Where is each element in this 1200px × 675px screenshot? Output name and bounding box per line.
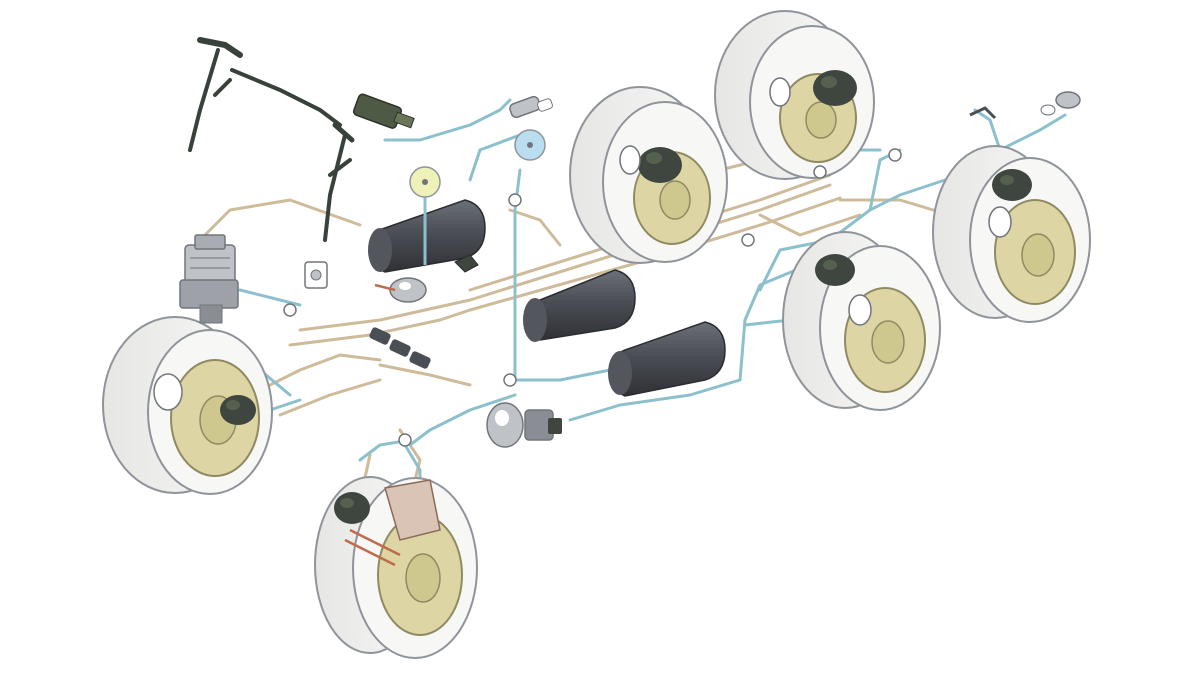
brake-pedal-icon xyxy=(188,37,355,242)
wheel-drive-right-front xyxy=(782,231,941,411)
pressure-gauge-icon xyxy=(514,129,546,161)
treadle-valve xyxy=(352,93,415,129)
valve-icon xyxy=(486,402,562,448)
valves xyxy=(283,91,1081,448)
valve-icon xyxy=(454,254,479,273)
wheel-front-right xyxy=(314,476,478,659)
brake-chamber-icon xyxy=(619,145,682,183)
tee-fittings xyxy=(283,148,902,447)
brake-chamber-icon xyxy=(769,70,857,107)
air-compressor xyxy=(179,234,239,324)
wheel-drive-left-rear xyxy=(714,10,875,180)
quick-release-valve xyxy=(374,277,427,303)
wheel-icon xyxy=(102,316,273,495)
relay-valve-rear xyxy=(486,402,562,448)
air-tank-icon xyxy=(368,199,486,273)
valve-icon xyxy=(969,91,1081,120)
compressor-icon xyxy=(179,234,239,324)
wheel-icon xyxy=(314,476,478,659)
wheel-drive-right-rear xyxy=(932,145,1091,323)
pressure-gauge-icon xyxy=(409,166,441,265)
valve-icon xyxy=(509,95,553,119)
air-tank-wet xyxy=(608,321,726,397)
brake-chamber-icon xyxy=(815,254,872,326)
valve-icon xyxy=(304,261,328,289)
valve-icon xyxy=(283,148,902,447)
brake-chamber-icon xyxy=(334,492,370,524)
check-valve xyxy=(454,254,479,273)
air-tank-icon xyxy=(523,269,636,342)
manifold-valves xyxy=(369,327,431,369)
wheel-front-left xyxy=(102,316,273,495)
rear-gladhand-valve xyxy=(969,91,1081,120)
brake-chamber-icon xyxy=(220,395,256,425)
relay-valve-left xyxy=(304,261,328,289)
brake-pedal-assembly xyxy=(188,37,415,242)
valve-icon xyxy=(369,327,431,369)
valve-icon xyxy=(374,277,427,303)
top-valve-fitting xyxy=(509,95,553,119)
wheel-drive-left-front xyxy=(569,86,728,264)
pressure-gauge-blue xyxy=(514,129,546,161)
supply-air-lines xyxy=(218,98,1067,522)
air-tank-secondary xyxy=(523,269,636,342)
air-tank-primary xyxy=(368,199,486,273)
air-tank-icon xyxy=(608,321,726,397)
pressure-gauge-yellow xyxy=(409,166,441,265)
brake-chamber-icon xyxy=(988,169,1032,238)
slack-adjuster xyxy=(344,479,441,567)
